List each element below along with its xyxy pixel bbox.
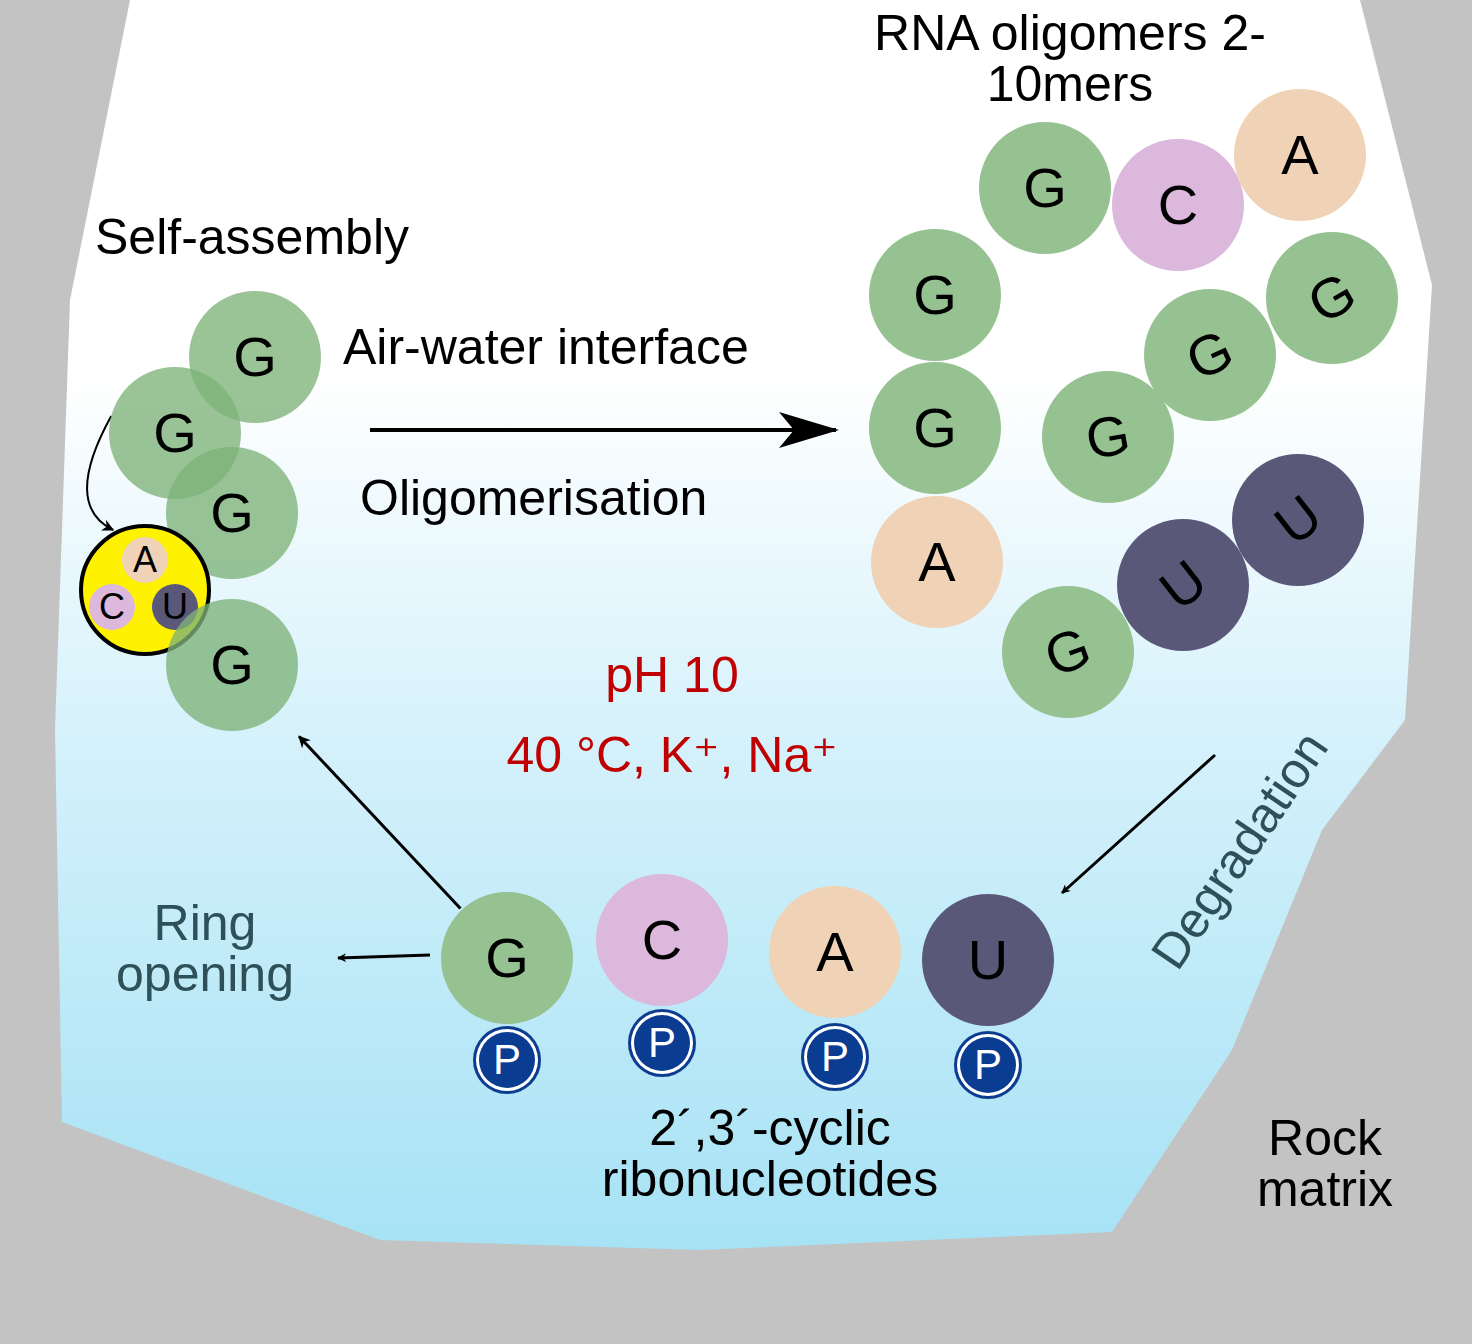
label-text: RNA oligomers 2-10mers bbox=[874, 5, 1266, 112]
process-label: Air-water interface bbox=[343, 322, 903, 373]
base-letter: G bbox=[1178, 320, 1241, 389]
nucleotide-circle: G bbox=[166, 599, 298, 731]
process-label: Self-assembly bbox=[95, 212, 515, 263]
nucleotide-circle: C bbox=[89, 584, 135, 630]
phosphate-symbol: P bbox=[974, 1044, 1002, 1086]
label-text: Air-water interface bbox=[343, 319, 749, 375]
label-text: Oligomerisation bbox=[360, 470, 707, 526]
label-text: Self-assembly bbox=[95, 209, 409, 265]
nucleotide-circle: A bbox=[122, 537, 168, 583]
base-letter: G bbox=[233, 329, 277, 385]
base-letter: G bbox=[1082, 406, 1135, 469]
nucleotide-circle: G bbox=[869, 362, 1001, 494]
condition-label: 40 °C, K⁺, Na⁺ bbox=[422, 730, 922, 781]
label-text: Ring opening bbox=[116, 895, 294, 1002]
base-letter: A bbox=[816, 924, 853, 980]
base-letter: C bbox=[642, 912, 682, 968]
base-letter: C bbox=[1158, 177, 1198, 233]
region-label: Rock matrix bbox=[1225, 1113, 1425, 1215]
base-letter: A bbox=[133, 542, 157, 578]
label-text: Rock matrix bbox=[1257, 1110, 1393, 1217]
nucleotide-circle: G bbox=[979, 122, 1111, 254]
group-title: 2´,3´-cyclic ribonucleotides bbox=[560, 1103, 980, 1205]
water-cavity bbox=[55, 0, 1432, 1250]
process-label: Oligomerisation bbox=[360, 473, 860, 524]
nucleotide-circle: C bbox=[596, 874, 728, 1006]
nucleotide-circle: U bbox=[1232, 454, 1364, 586]
base-letter: G bbox=[1023, 160, 1067, 216]
base-letter: G bbox=[210, 485, 254, 541]
reaction-arrow bbox=[299, 736, 460, 908]
process-label: Ring opening bbox=[85, 898, 325, 1000]
base-letter: G bbox=[153, 405, 197, 461]
group-title: RNA oligomers 2-10mers bbox=[860, 8, 1280, 110]
nucleotide-circle: G bbox=[1266, 232, 1398, 364]
base-letter: A bbox=[1281, 127, 1318, 183]
phosphate-circle: P bbox=[473, 1026, 541, 1094]
nucleotide-circle: G bbox=[441, 892, 573, 1024]
phosphate-circle: P bbox=[628, 1009, 696, 1077]
nucleotide-circle: C bbox=[1112, 139, 1244, 271]
nucleotide-circle: A bbox=[769, 886, 901, 1018]
base-letter: G bbox=[1299, 263, 1365, 333]
ring-opening-arrow bbox=[338, 955, 430, 958]
nucleotide-circle: A bbox=[1234, 89, 1366, 221]
nucleotide-circle: U bbox=[1117, 519, 1249, 651]
phosphate-circle: P bbox=[801, 1023, 869, 1091]
label-text: pH 10 bbox=[605, 647, 738, 703]
nucleotide-circle: A bbox=[871, 496, 1003, 628]
phosphate-symbol: P bbox=[493, 1039, 521, 1081]
base-letter: G bbox=[913, 400, 957, 456]
oligomerisation-arrow bbox=[370, 428, 836, 432]
base-letter: U bbox=[1265, 485, 1331, 554]
base-letter: U bbox=[1150, 550, 1216, 619]
label-text: 2´,3´-cyclic ribonucleotides bbox=[602, 1100, 938, 1207]
base-letter: U bbox=[968, 932, 1008, 988]
nucleotide-circle: G bbox=[1002, 586, 1134, 718]
nucleotide-circle: G bbox=[1144, 289, 1276, 421]
base-letter: G bbox=[485, 930, 529, 986]
nucleotide-circle: U bbox=[922, 894, 1054, 1026]
base-letter: C bbox=[99, 589, 125, 625]
base-letter: G bbox=[1038, 618, 1098, 686]
base-letter: G bbox=[913, 267, 957, 323]
phosphate-circle: P bbox=[954, 1031, 1022, 1099]
base-letter: A bbox=[918, 534, 955, 590]
nucleotide-circle: G bbox=[869, 229, 1001, 361]
phosphate-symbol: P bbox=[648, 1022, 676, 1064]
phosphate-symbol: P bbox=[821, 1036, 849, 1078]
condition-label: pH 10 bbox=[472, 650, 872, 701]
base-letter: G bbox=[210, 637, 254, 693]
label-text: 40 °C, K⁺, Na⁺ bbox=[506, 727, 837, 783]
